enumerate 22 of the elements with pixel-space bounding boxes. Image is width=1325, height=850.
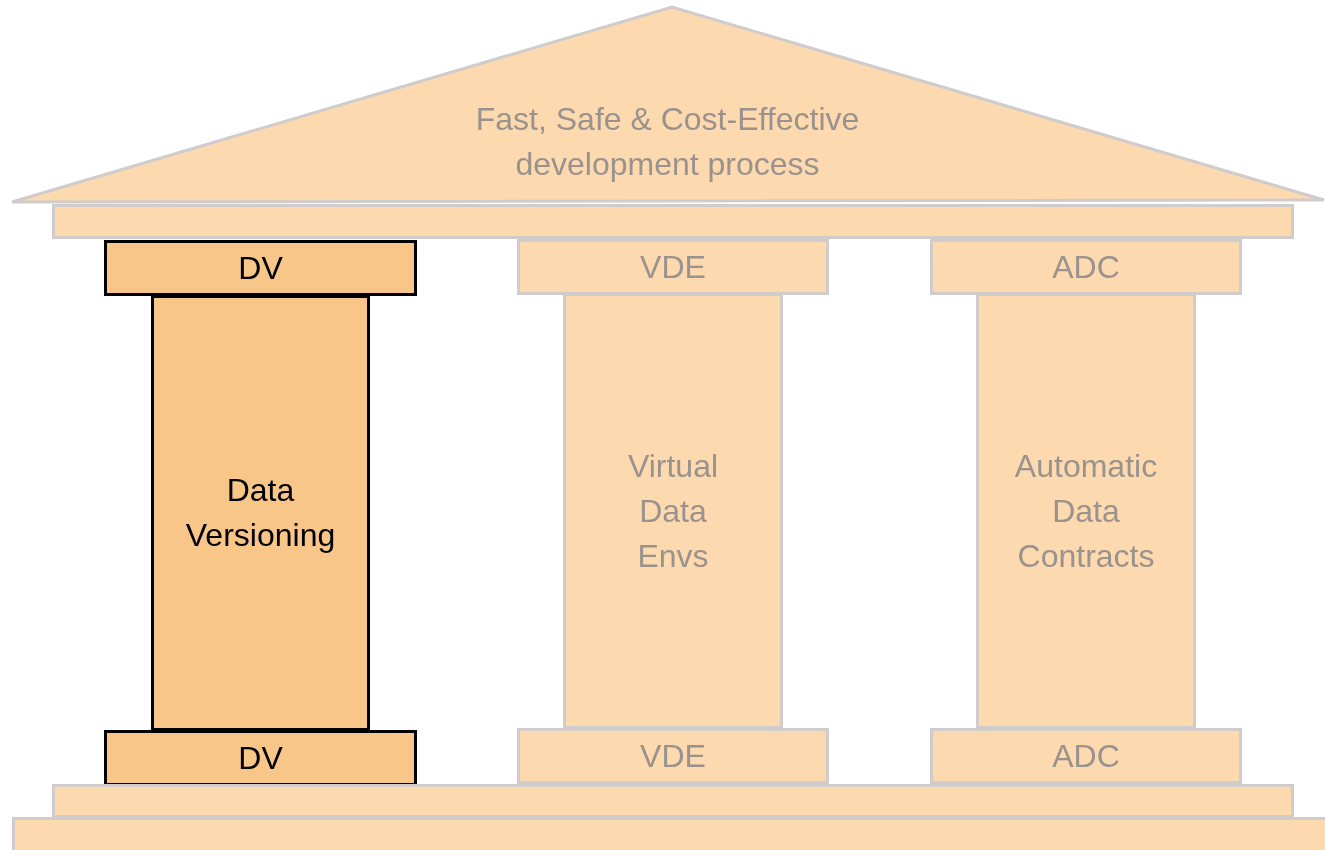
base-step bbox=[52, 784, 1294, 818]
pillar-label: ADC bbox=[1052, 736, 1120, 776]
pillar-label: DV bbox=[238, 248, 283, 288]
pillar-column bbox=[976, 293, 1196, 729]
pillar-base bbox=[104, 730, 417, 786]
pillar-label: VDE bbox=[640, 736, 706, 776]
pillar-column bbox=[151, 295, 370, 731]
pillar-base bbox=[517, 728, 829, 784]
pillar-base bbox=[930, 728, 1242, 784]
pillar-label: Data Versioning bbox=[184, 471, 337, 555]
pillar-label: ADC bbox=[1052, 247, 1120, 287]
pillar-label: Virtual Data Envs bbox=[626, 446, 720, 576]
pillar-label: VDE bbox=[640, 247, 706, 287]
pillar-label: Automatic Data Contracts bbox=[1013, 446, 1159, 576]
architrave-bar bbox=[52, 204, 1294, 239]
base-step bbox=[12, 817, 1325, 850]
pillar-capital bbox=[517, 239, 829, 295]
pillar-capital bbox=[930, 239, 1242, 295]
pillar-column bbox=[563, 293, 783, 729]
pillar-capital bbox=[104, 240, 417, 296]
pillar-label: DV bbox=[238, 738, 283, 778]
roof-title: Fast, Safe & Cost-Effective development process bbox=[474, 100, 861, 184]
